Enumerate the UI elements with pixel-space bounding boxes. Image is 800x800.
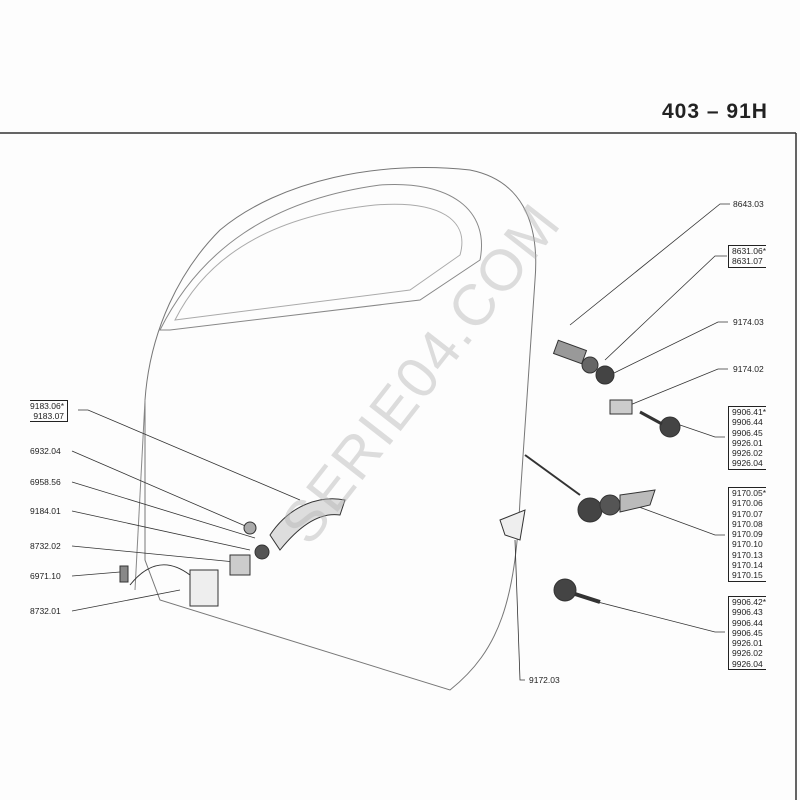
page-header: 403 – 91H [662,100,768,124]
label-8732-01: 8732.01 [30,606,61,616]
part-number: 8631.06* [732,246,767,256]
cylinder-ring-part [581,356,599,374]
label-6971-10: 6971.10 [30,571,61,581]
part-number: 9170.10 [732,539,763,550]
part-number: 9170.14 [732,560,763,571]
escutcheon-part [254,544,270,560]
part-number: 9926.04 [732,458,763,469]
right-leader-lines [514,203,730,681]
header-dash: – [706,100,720,123]
label-9174-03: 9174.03 [733,317,764,327]
model-number: 403 [662,100,701,123]
part-number: 9906.45 [732,427,763,438]
label-6958-56: 6958.56 [30,477,61,487]
door-handle-part [269,498,346,551]
key-head-part [659,416,681,438]
label-9184-01: 9184.01 [30,506,61,516]
label-9174-02: 9174.02 [733,364,764,374]
door-outline [144,167,537,691]
label-cylinder-group: 8631.06* 8631.07 [728,245,767,268]
part-number: 9183.07 [33,411,65,421]
lock-body-part [577,497,603,523]
part-number: 9170.05* [732,488,767,498]
window-frame [159,183,482,331]
lock-rod-part [524,454,581,496]
link-part [129,564,191,586]
part-number: 9183.06* [30,401,65,411]
label-9172-03: 9172.03 [529,675,560,685]
part-number: 9926.02 [732,648,763,659]
key-part [553,578,577,602]
lock-cylinder-part [552,339,588,365]
part-number: 8631.07 [732,256,763,267]
part-number: 9926.04 [732,658,763,669]
left-leader-lines [71,409,301,612]
part-number: 9906.42* [732,597,767,607]
cylinder-key-part [595,365,615,385]
plate-number: 91H [726,100,768,123]
clip-part [229,554,251,576]
label-8643-03: 8643.03 [733,199,764,209]
part-number: 9906.44 [732,417,763,428]
label-6932-04: 6932.04 [30,446,61,456]
label-keys2-group: 9906.42* 9906.43 9906.44 9906.45 9926.01… [728,596,767,671]
part-number: 9170.06 [732,498,763,509]
part-number: 9170.09 [732,529,763,540]
grommet-part [243,521,257,535]
label-8732-02: 8732.02 [30,541,61,551]
part-number: 9926.02 [732,448,763,459]
part-number: 9170.07 [732,508,763,519]
cover-plate-part [609,399,633,415]
screw-part [119,565,129,583]
label-lock-group: 9170.05* 9170.06 9170.07 9170.08 9170.09… [728,487,767,582]
window-inner [174,203,463,321]
part-number: 9170.13 [732,549,763,560]
part-number: 9906.45 [732,627,763,638]
part-number: 9906.44 [732,617,763,628]
part-number: 9906.41* [732,407,767,417]
part-number: 9170.08 [732,518,763,529]
label-handle-group: 9183.06* 9183.07 [30,400,69,422]
bracket-9172-part [499,509,526,541]
part-number: 9906.43 [732,607,763,618]
part-number: 9926.01 [732,638,763,649]
part-number: 9926.01 [732,437,763,448]
part-number: 9170.15 [732,570,763,581]
bracket-part [189,569,219,607]
label-keys1-group: 9906.41* 9906.44 9906.45 9926.01 9926.02… [728,406,767,470]
